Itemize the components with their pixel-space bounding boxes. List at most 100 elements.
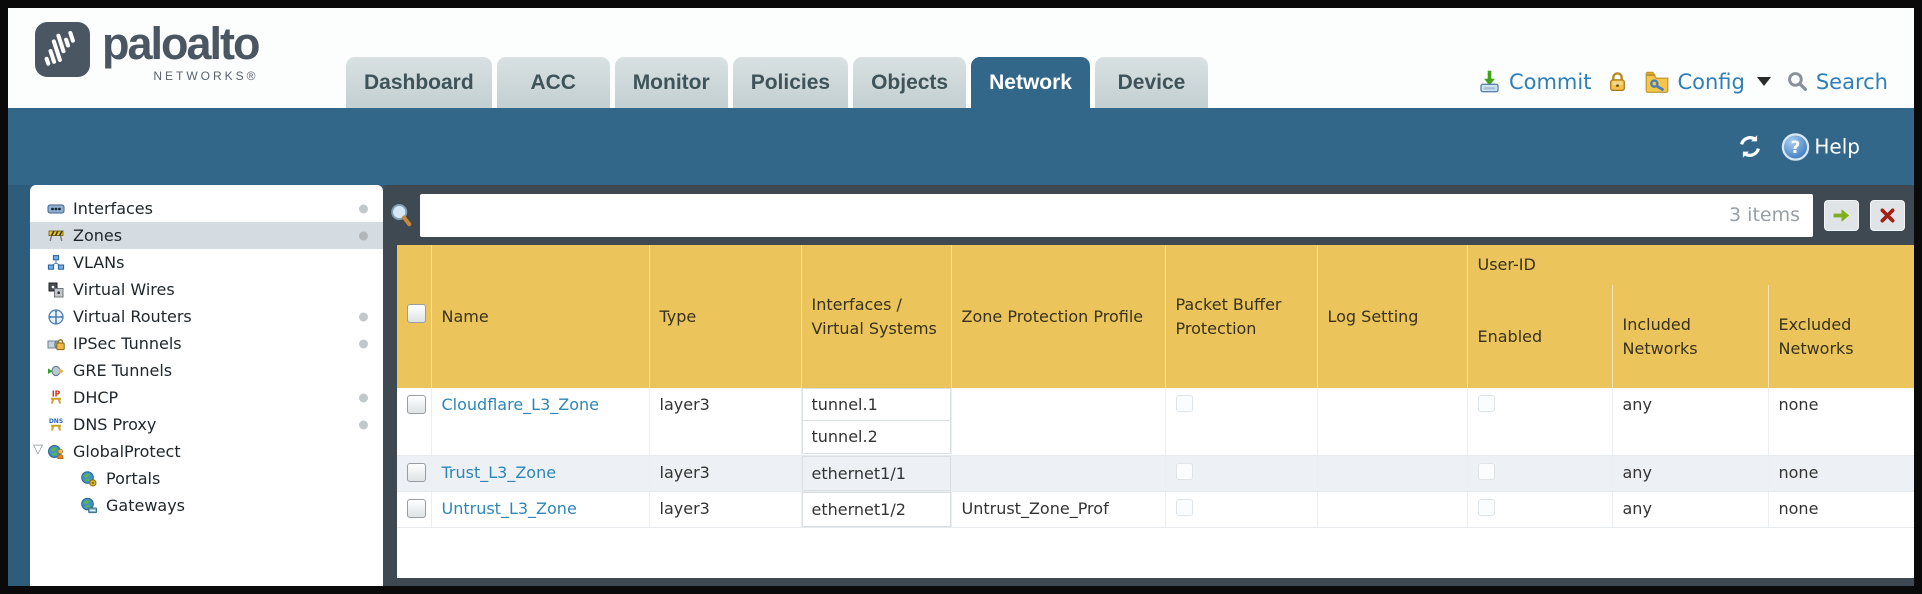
row-select-checkbox[interactable] xyxy=(407,395,426,414)
select-all-checkbox[interactable] xyxy=(407,303,426,323)
status-dot xyxy=(359,393,368,402)
config-icon xyxy=(1646,71,1669,93)
svg-text:?: ? xyxy=(1791,136,1801,156)
lock-icon[interactable] xyxy=(1606,70,1629,93)
search-button[interactable]: Search xyxy=(1786,70,1888,94)
sidebar-item-label: GRE Tunnels xyxy=(73,361,173,380)
sidebar-item-dns-proxy[interactable]: DNS DNS Proxy xyxy=(30,411,383,438)
sidebar-item-label: GlobalProtect xyxy=(73,442,181,461)
ipsec-tunnels-icon xyxy=(47,338,65,350)
col-header-zone-protection-profile[interactable]: Zone Protection Profile xyxy=(951,245,1166,388)
main-tabs: Dashboard ACC Monitor Policies Objects N… xyxy=(346,57,1208,108)
excluded-networks-cell: none xyxy=(1768,455,1914,492)
filter-input[interactable] xyxy=(420,193,1813,237)
col-header-log-setting[interactable]: Log Setting xyxy=(1317,245,1468,388)
zones-table: Name Type Interfaces / Virtual Systems Z… xyxy=(397,245,1914,528)
refresh-icon[interactable] xyxy=(1736,133,1764,161)
status-dot xyxy=(359,204,368,213)
table-row-trust: Trust_L3_Zone layer3 ethernet1/1 any non… xyxy=(397,455,1914,492)
expander-triangle-icon[interactable]: ▽ xyxy=(33,442,43,457)
main-panel: 3 items xyxy=(383,185,1914,586)
packet-buffer-protection-checkbox xyxy=(1175,498,1193,516)
red-x-icon xyxy=(1880,208,1895,222)
apply-filter-button[interactable] xyxy=(1824,199,1859,231)
dhcp-icon: IP xyxy=(51,389,61,404)
sidebar-item-globalprotect[interactable]: ▽ GlobalProtect xyxy=(30,438,383,465)
sidebar-item-portals[interactable]: Portals xyxy=(30,465,383,492)
sidebar-item-label: Zones xyxy=(73,226,123,245)
zone-protection-cell xyxy=(951,388,1166,456)
clear-filter-button[interactable] xyxy=(1870,199,1905,231)
sidebar-item-vlans[interactable]: VLANs xyxy=(30,249,383,276)
table-row-untrust: Untrust_L3_Zone layer3 ethernet1/2 Untru… xyxy=(397,491,1914,528)
vlans-icon xyxy=(47,254,65,270)
sidebar-item-virtual-wires[interactable]: Virtual Wires xyxy=(30,276,383,303)
zones-table-wrap: Name Type Interfaces / Virtual Systems Z… xyxy=(397,245,1914,578)
row-select-checkbox[interactable] xyxy=(407,462,426,482)
tab-acc[interactable]: ACC xyxy=(496,57,610,108)
log-setting-cell xyxy=(1317,388,1468,456)
sidebar-item-virtual-routers[interactable]: Virtual Routers xyxy=(30,303,383,330)
status-dot xyxy=(359,339,368,348)
status-dot xyxy=(359,231,368,240)
sidebar-item-label: IPSec Tunnels xyxy=(73,334,182,353)
commit-label: Commit xyxy=(1508,69,1592,94)
sidebar-item-dhcp[interactable]: IP DHCP xyxy=(30,384,383,411)
excluded-networks-cell: none xyxy=(1768,491,1914,528)
svg-text:DNS: DNS xyxy=(49,418,63,425)
tab-monitor[interactable]: Monitor xyxy=(614,57,728,108)
zone-name-link[interactable]: Untrust_L3_Zone xyxy=(441,498,577,518)
config-menu[interactable]: Config xyxy=(1644,69,1771,94)
zone-protection-cell: Untrust_Zone_Prof xyxy=(951,491,1166,528)
included-networks-cell: any xyxy=(1612,491,1769,528)
interface-entry: ethernet1/2 xyxy=(801,491,951,527)
col-group-user-id: User-ID xyxy=(1467,245,1914,285)
status-dot xyxy=(359,420,368,429)
globalprotect-icon xyxy=(48,444,64,459)
top-actions: Commit Config xyxy=(1477,69,1888,94)
help-button[interactable]: ? Help xyxy=(1781,132,1860,161)
gateways-icon xyxy=(81,497,98,513)
interface-entry: ethernet1/1 xyxy=(801,455,951,491)
config-label: Config xyxy=(1677,69,1745,94)
sidebar-item-gateways[interactable]: Gateways xyxy=(30,492,383,519)
logo-text: paloalto NETWORKS® xyxy=(102,21,261,83)
user-id-enabled-checkbox xyxy=(1477,395,1495,412)
included-networks-cell: any xyxy=(1612,455,1769,492)
tab-network[interactable]: Network xyxy=(971,57,1090,108)
top-bar: paloalto NETWORKS® Dashboard ACC Monitor… xyxy=(8,8,1914,108)
sidebar-item-gre-tunnels[interactable]: GRE Tunnels xyxy=(30,357,383,384)
col-header-included-networks[interactable]: Included Networks xyxy=(1612,285,1769,388)
tab-dashboard[interactable]: Dashboard xyxy=(346,57,492,108)
zones-icon xyxy=(48,230,64,241)
table-row-cloudflare: Cloudflare_L3_Zone layer3 tunnel.1 tunne… xyxy=(397,388,1914,456)
filter-bar: 3 items xyxy=(383,185,1914,245)
sidebar-item-zones[interactable]: Zones xyxy=(30,222,383,249)
col-header-enabled[interactable]: Enabled xyxy=(1467,285,1613,388)
col-header-excluded-networks[interactable]: Excluded Networks xyxy=(1768,285,1914,388)
col-header-type[interactable]: Type xyxy=(649,245,802,388)
green-arrow-icon xyxy=(1833,208,1850,222)
zone-name-link[interactable]: Cloudflare_L3_Zone xyxy=(441,395,599,414)
sidebar-item-label: DHCP xyxy=(73,388,119,407)
col-header-interfaces[interactable]: Interfaces / Virtual Systems xyxy=(801,245,952,388)
row-select-checkbox[interactable] xyxy=(407,498,426,518)
commit-button[interactable]: Commit xyxy=(1477,69,1592,94)
palo-alto-logo-icon xyxy=(35,22,90,77)
tab-objects[interactable]: Objects xyxy=(853,57,967,108)
col-header-packet-buffer-protection[interactable]: Packet Buffer Protection xyxy=(1165,245,1318,388)
col-header-name[interactable]: Name xyxy=(431,245,650,388)
interface-entry: tunnel.1 xyxy=(801,388,951,421)
network-sidebar: Interfaces Zones VLANs xyxy=(30,185,383,586)
sidebar-item-interfaces[interactable]: Interfaces xyxy=(30,195,383,222)
virtual-wires-icon xyxy=(48,282,64,297)
user-id-enabled-checkbox xyxy=(1477,462,1495,480)
tab-device[interactable]: Device xyxy=(1094,57,1208,108)
items-count: 3 items xyxy=(1729,204,1800,226)
zone-name-link[interactable]: Trust_L3_Zone xyxy=(441,462,557,482)
help-label: Help xyxy=(1814,134,1860,159)
sidebar-item-ipsec-tunnels[interactable]: IPSec Tunnels xyxy=(30,330,383,357)
filter-search-icon xyxy=(391,204,412,227)
tab-policies[interactable]: Policies xyxy=(732,57,849,108)
content-area: Interfaces Zones VLANs xyxy=(8,185,1914,586)
